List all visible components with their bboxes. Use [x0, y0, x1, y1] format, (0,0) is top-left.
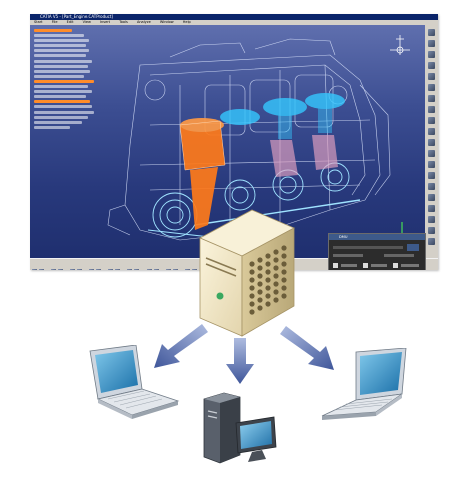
tool-icon[interactable]	[428, 29, 435, 36]
arrow-icon	[226, 338, 254, 384]
tool-icon[interactable]	[428, 40, 435, 47]
right-toolbar[interactable]	[425, 25, 438, 258]
dmu-panel: DMU	[328, 233, 426, 270]
tool-icon[interactable]	[428, 62, 435, 69]
menu-item-start[interactable]: Start	[34, 20, 43, 24]
tool-icon[interactable]	[32, 269, 37, 270]
menu-item-file[interactable]: File	[51, 20, 58, 24]
laptop-icon	[321, 348, 407, 420]
tool-icon[interactable]	[428, 172, 435, 179]
laptop-icon	[89, 345, 180, 419]
tool-icon[interactable]	[127, 269, 133, 270]
tool-icon[interactable]	[428, 51, 435, 58]
tool-icon[interactable]	[58, 269, 64, 270]
menu-bar: Start File Edit View Insert Tools Analyz…	[30, 20, 438, 25]
tool-icon[interactable]	[184, 269, 190, 270]
tool-icon[interactable]	[428, 150, 435, 157]
specification-tree[interactable]	[34, 29, 104, 131]
menu-item-analyze[interactable]: Analyze	[136, 20, 151, 24]
tool-icon[interactable]	[428, 238, 435, 245]
tool-icon[interactable]	[89, 269, 95, 270]
tool-icon[interactable]	[428, 73, 435, 80]
tool-icon[interactable]	[428, 117, 435, 124]
tool-icon[interactable]	[70, 269, 76, 270]
tool-icon[interactable]	[428, 84, 435, 91]
window-title: CATIA V5 - [Part_Engine.CATProduct]	[40, 14, 113, 19]
tool-icon[interactable]	[428, 95, 435, 102]
desktop-computer-icon	[203, 392, 277, 464]
tool-icon[interactable]	[428, 205, 435, 212]
menu-item-help[interactable]: Help	[182, 20, 191, 24]
tool-icon[interactable]	[134, 269, 140, 270]
menu-item-tools[interactable]: Tools	[119, 20, 128, 24]
tool-icon[interactable]	[108, 269, 114, 270]
tool-icon[interactable]	[146, 269, 152, 270]
engine-wireframe-model	[107, 35, 415, 244]
tool-icon[interactable]	[165, 269, 171, 270]
3d-viewport[interactable]	[30, 25, 425, 258]
tool-icon[interactable]	[428, 139, 435, 146]
tool-icon[interactable]	[39, 269, 44, 270]
tool-icon[interactable]	[96, 269, 102, 270]
server-icon	[199, 209, 295, 337]
menu-item-view[interactable]: View	[82, 20, 91, 24]
tool-icon[interactable]	[428, 227, 435, 234]
tool-icon[interactable]	[428, 183, 435, 190]
tool-icon[interactable]	[428, 161, 435, 168]
window-titlebar: CATIA V5 - [Part_Engine.CATProduct]	[30, 14, 438, 20]
tool-icon[interactable]	[191, 269, 197, 270]
menu-item-insert[interactable]: Insert	[100, 20, 111, 24]
tool-icon[interactable]	[428, 128, 435, 135]
tool-icon[interactable]	[153, 269, 159, 270]
panel-controls	[333, 244, 419, 268]
tool-icon[interactable]	[51, 269, 57, 270]
panel-title: DMU	[329, 234, 425, 240]
tool-icon[interactable]	[115, 269, 121, 270]
tool-icon[interactable]	[428, 106, 435, 113]
menu-item-edit[interactable]: Edit	[66, 20, 74, 24]
arrow-icon	[280, 326, 334, 370]
tool-icon[interactable]	[77, 269, 83, 270]
tool-icon[interactable]	[428, 194, 435, 201]
tool-icon[interactable]	[172, 269, 178, 270]
menu-item-window[interactable]: Window	[159, 20, 174, 24]
arrow-icon	[154, 324, 208, 368]
tool-icon[interactable]	[428, 216, 435, 223]
